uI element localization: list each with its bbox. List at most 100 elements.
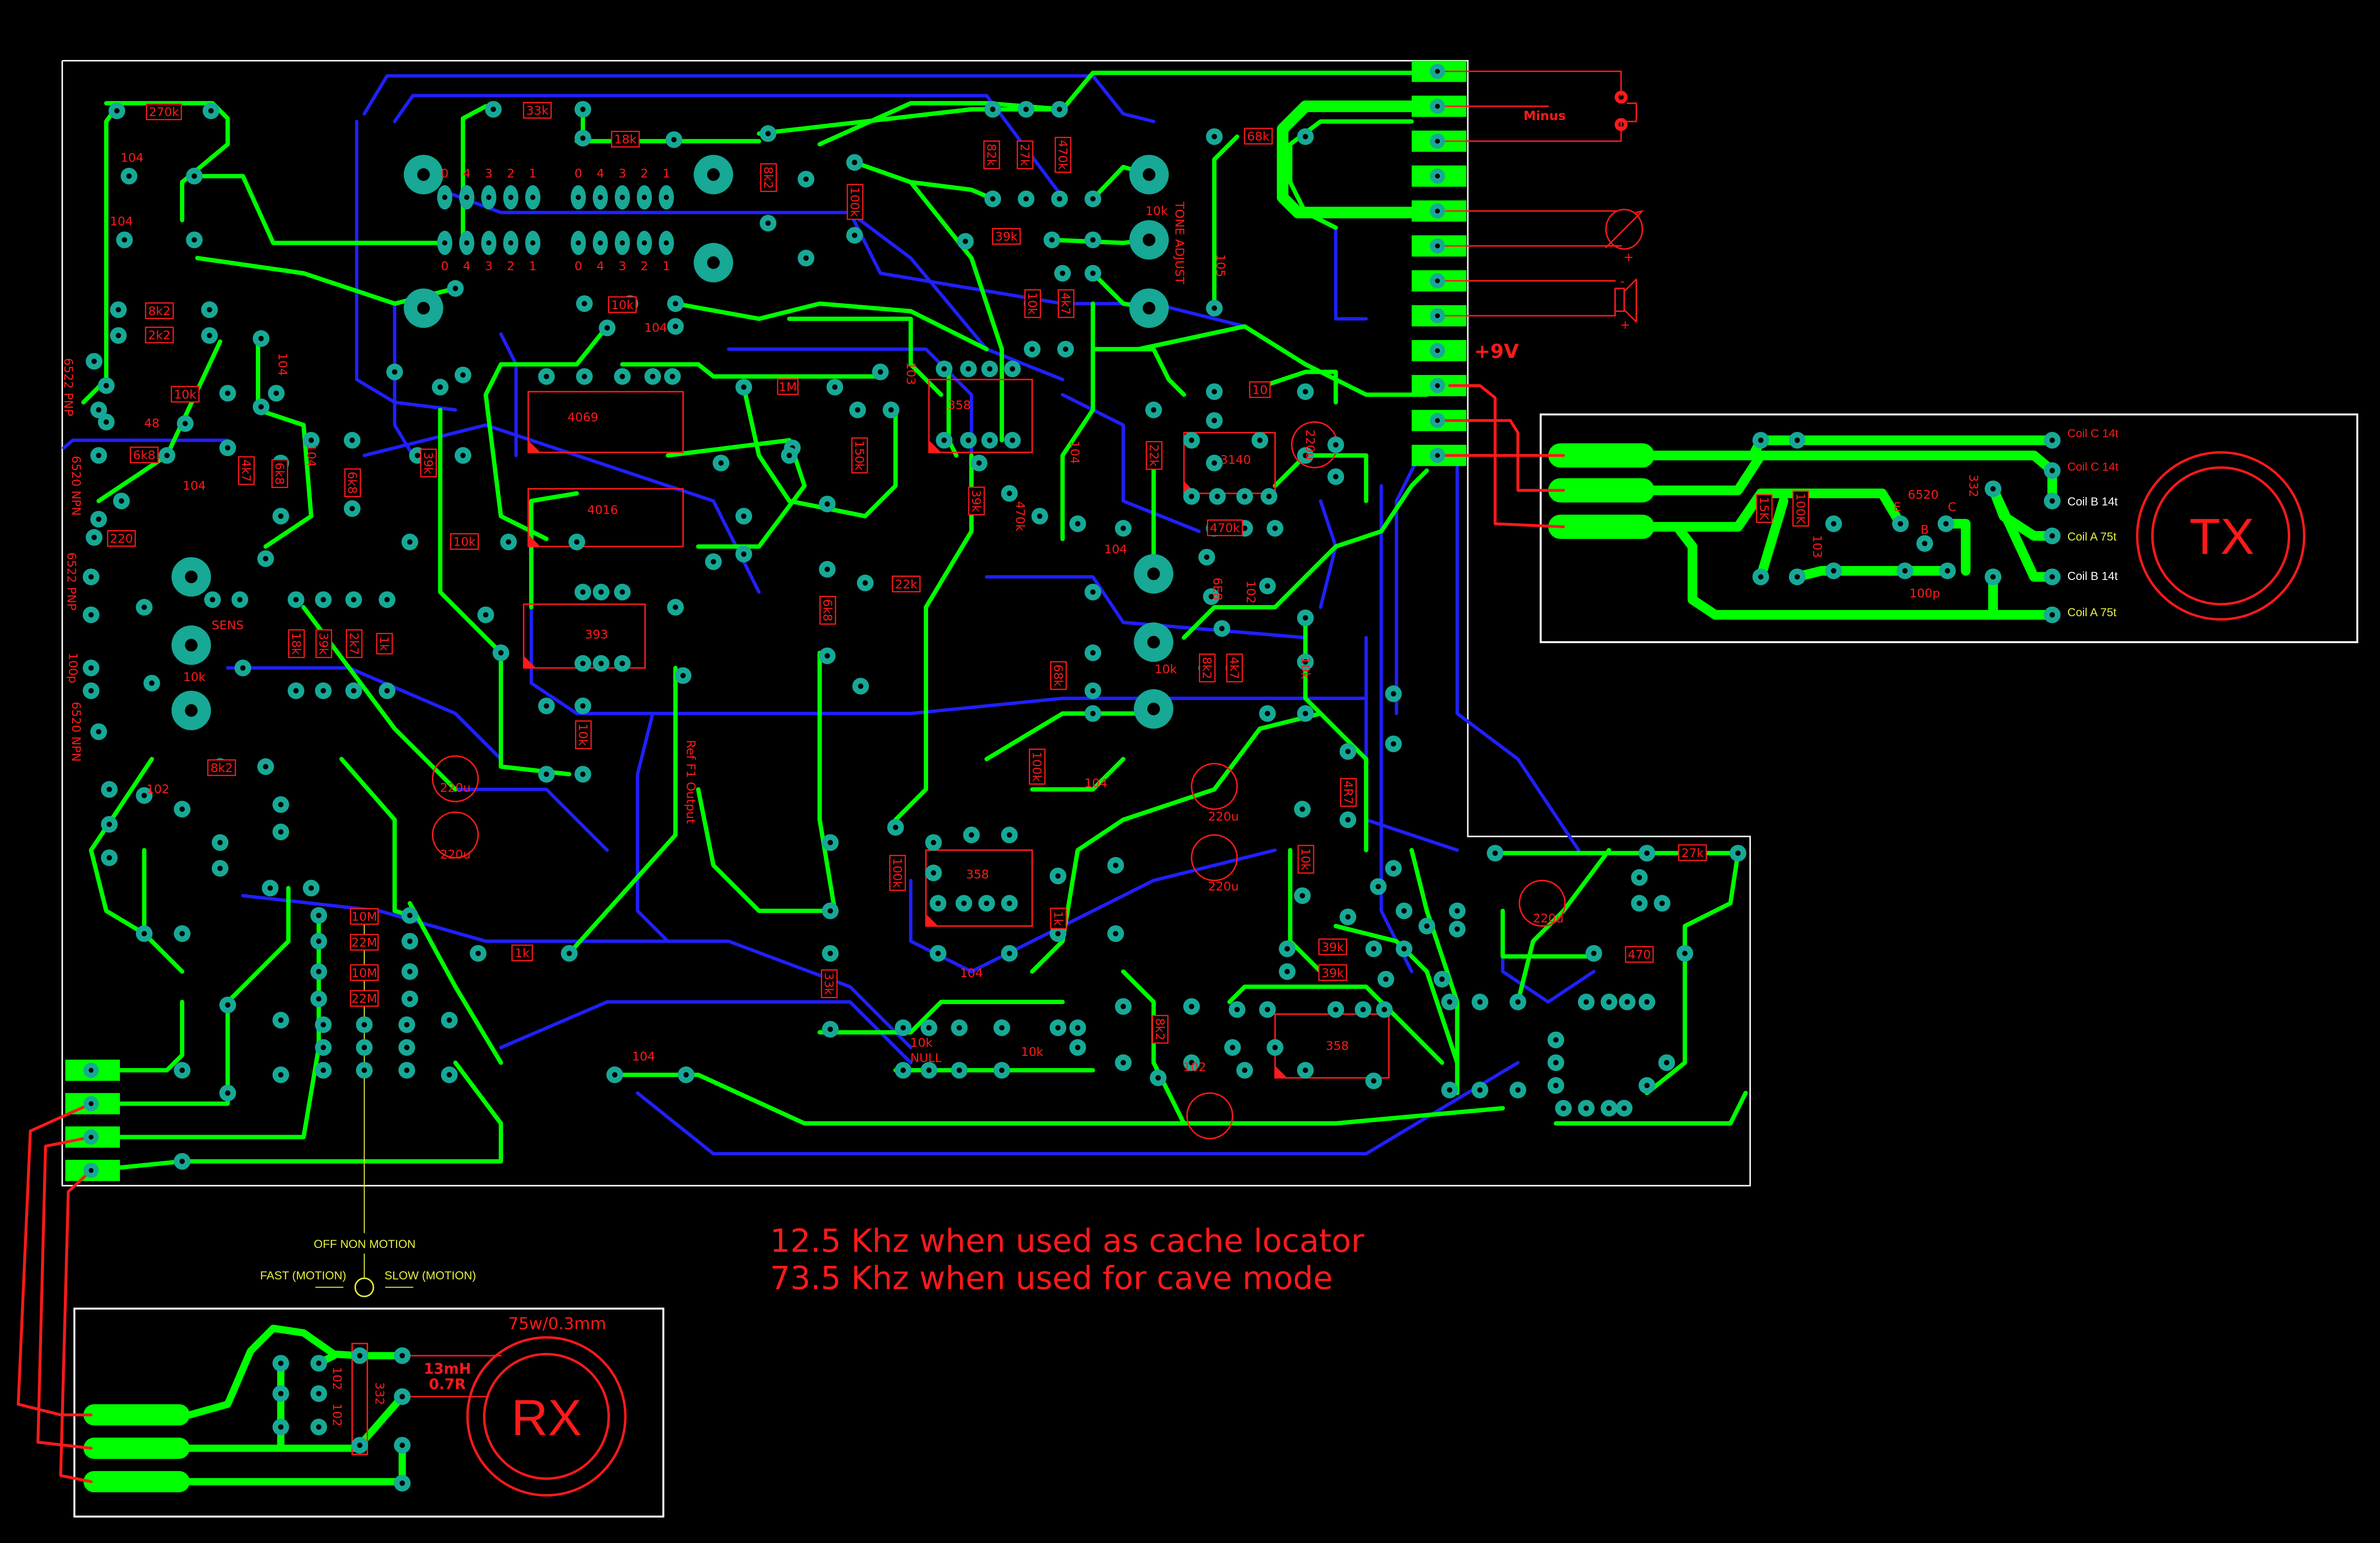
drill-hole bbox=[417, 302, 430, 315]
component-label: 10k bbox=[1299, 657, 1313, 680]
drill-hole bbox=[641, 194, 647, 200]
drill-hole bbox=[1113, 931, 1119, 936]
drill-hole bbox=[1212, 389, 1217, 395]
component-label: 1k bbox=[377, 637, 391, 652]
drill-hole bbox=[1265, 583, 1271, 589]
bottom-trace bbox=[1455, 454, 1581, 852]
component-label: 6k8 bbox=[345, 472, 359, 494]
tx-trace bbox=[1650, 435, 2057, 460]
bottom-trace bbox=[636, 1061, 1520, 1156]
switch-position-digit: 3 bbox=[485, 259, 493, 273]
rx-board-outline bbox=[73, 1307, 665, 1518]
drill-hole bbox=[1006, 490, 1012, 496]
motion-switch-icon bbox=[354, 1277, 374, 1297]
drill-hole bbox=[1659, 900, 1665, 906]
drill-hole bbox=[1390, 741, 1396, 747]
thick-ground-trace bbox=[1277, 100, 1418, 219]
drill-hole bbox=[1637, 900, 1642, 906]
top-trace bbox=[817, 651, 837, 913]
drill-hole bbox=[361, 1022, 367, 1028]
wire bbox=[1436, 419, 1565, 492]
component-label-group: 10k bbox=[1299, 657, 1313, 680]
drill-hole bbox=[1023, 196, 1029, 202]
drill-hole bbox=[1345, 817, 1351, 823]
drill-hole bbox=[544, 772, 549, 777]
component-label-group: 470k bbox=[1054, 136, 1072, 173]
drill-hole bbox=[580, 661, 586, 667]
component-label: 39k bbox=[995, 230, 1018, 244]
switch-position-digit: 3 bbox=[485, 166, 493, 180]
drill-hole bbox=[1583, 999, 1589, 1005]
component-label: TONE ADJUST bbox=[1173, 201, 1187, 284]
meter-arrow-icon bbox=[1605, 210, 1643, 249]
drill-hole bbox=[258, 404, 264, 410]
bottom-trace bbox=[355, 119, 458, 412]
component-label: 2k2 bbox=[148, 328, 170, 342]
drill-hole bbox=[96, 516, 102, 522]
drill-hole bbox=[185, 704, 198, 717]
component-outline bbox=[1244, 128, 1273, 145]
component-label: 27k bbox=[1681, 846, 1704, 860]
drill-hole bbox=[446, 1017, 452, 1023]
component-outline bbox=[346, 629, 363, 658]
tx-coil-terminal-label: Coil A 75t bbox=[2068, 606, 2117, 619]
drill-hole bbox=[612, 1072, 618, 1078]
component-label: 4016 bbox=[587, 503, 618, 517]
component-label: 6k8 bbox=[820, 599, 834, 622]
drill-hole bbox=[114, 108, 120, 114]
top-trace bbox=[407, 901, 503, 1065]
tx-component-label-group: 100K bbox=[1792, 490, 1809, 527]
drill-hole bbox=[718, 460, 724, 466]
component-label-group: 8k2 bbox=[1152, 1015, 1169, 1044]
component-label: 10M bbox=[352, 910, 377, 924]
drill-hole bbox=[116, 333, 121, 339]
component-label-group: 100k bbox=[1029, 748, 1046, 785]
buzzer-icon bbox=[1614, 90, 1628, 104]
drill-hole bbox=[765, 220, 771, 226]
drill-hole bbox=[1142, 168, 1155, 181]
component-outline bbox=[1318, 964, 1347, 981]
drill-hole bbox=[273, 390, 279, 396]
drill-hole bbox=[581, 301, 587, 307]
electrolytic-capacitor-outline bbox=[1191, 763, 1238, 810]
top-trace bbox=[1500, 908, 1596, 959]
component-label: 6520 NPN bbox=[69, 702, 83, 762]
drill-hole bbox=[1057, 106, 1063, 112]
switch-position-digit: 2 bbox=[507, 166, 515, 180]
speaker-minus-sign: - bbox=[1620, 274, 1625, 288]
component-label-group: 10k bbox=[1297, 845, 1315, 874]
top-trace bbox=[665, 438, 807, 549]
component-label-group: 8k2 bbox=[760, 163, 777, 192]
component-label-group: 220 bbox=[107, 530, 136, 547]
ic-outline bbox=[1183, 431, 1276, 494]
component-label-group: 1k bbox=[511, 944, 533, 962]
rx-wire-pad bbox=[83, 1438, 190, 1459]
drill-hole bbox=[1029, 346, 1035, 352]
bottom-trace bbox=[1394, 454, 1421, 715]
bottom-trace bbox=[1334, 226, 1368, 321]
rx-component-label-group: 332 bbox=[373, 1382, 387, 1405]
drill-hole bbox=[1439, 976, 1445, 982]
component-label-group: 48 bbox=[144, 416, 160, 430]
drill-hole bbox=[96, 453, 102, 459]
top-trace bbox=[89, 757, 154, 936]
drill-hole bbox=[437, 384, 443, 390]
drill-hole bbox=[475, 950, 481, 956]
switch-position-digit: 4 bbox=[463, 259, 471, 273]
component-label-group: 10k bbox=[1145, 204, 1168, 218]
component-outline bbox=[271, 459, 288, 488]
component-label-group: 6k8 bbox=[271, 459, 288, 488]
component-label: 10 bbox=[1252, 383, 1268, 397]
drill-hole bbox=[620, 240, 625, 246]
drill-hole bbox=[576, 240, 581, 246]
tx-trace bbox=[1672, 522, 2057, 620]
drill-hole bbox=[1606, 999, 1612, 1005]
bottom-trace bbox=[499, 332, 518, 458]
component-label: 39k bbox=[1321, 966, 1344, 980]
speaker-plus-sign: + bbox=[1620, 318, 1630, 332]
drill-hole bbox=[89, 1168, 94, 1173]
electrolytic-capacitor-outline bbox=[431, 811, 479, 859]
component-label-group: 6520 NPN bbox=[69, 702, 83, 762]
component-outline bbox=[1050, 907, 1067, 930]
component-label-group: 68k bbox=[1050, 661, 1067, 690]
